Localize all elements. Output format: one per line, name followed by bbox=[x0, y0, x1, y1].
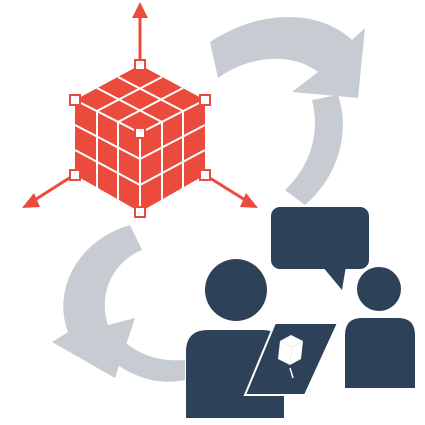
3d-cube-icon bbox=[69, 59, 211, 218]
speech-bubble-icon bbox=[271, 207, 369, 290]
cube-handles bbox=[69, 59, 211, 218]
top-cycle-arrow-icon bbox=[210, 16, 365, 98]
tablet-screen-cube-icon bbox=[278, 335, 303, 379]
top-cycle-arrow-tail-icon bbox=[285, 95, 343, 205]
bottom-cycle-arrow-tail-icon bbox=[100, 338, 185, 382]
tablet-icon bbox=[243, 322, 340, 396]
cycle-arrows bbox=[52, 16, 365, 382]
transform-axis-arrows-icon bbox=[22, 2, 258, 208]
person-icon-right bbox=[345, 267, 415, 388]
